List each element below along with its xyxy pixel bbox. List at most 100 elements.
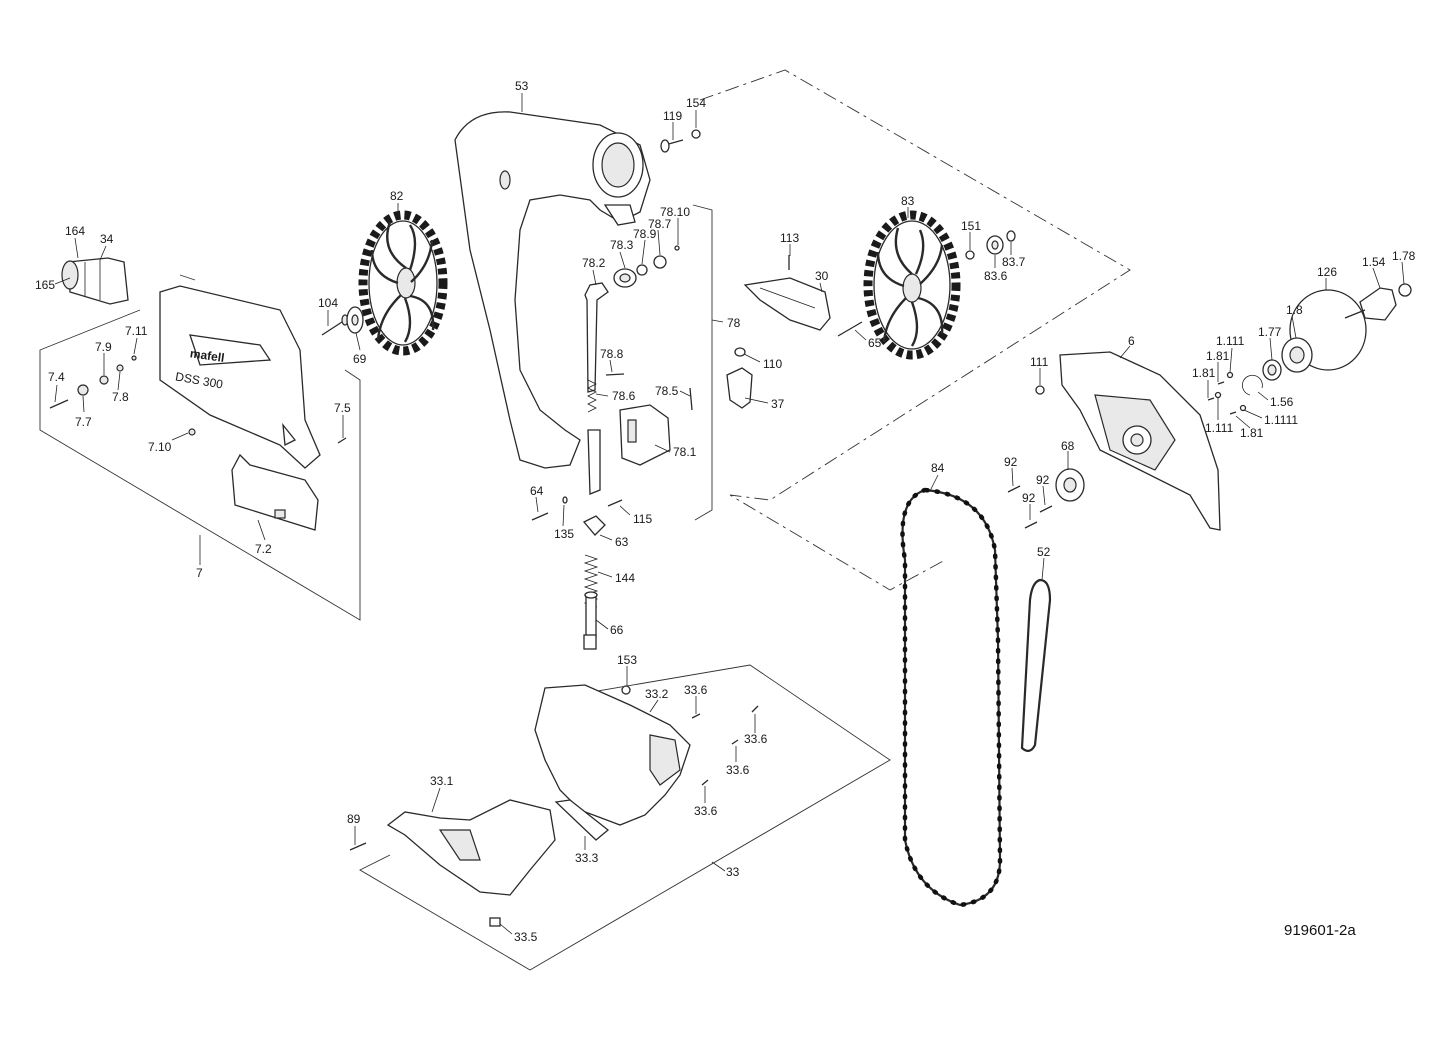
- part-7-guard: mafell DSS 300: [159, 285, 321, 469]
- document-number: 919601-2a: [1284, 922, 1356, 939]
- part-151-nut: [965, 250, 975, 260]
- label-78-6: 78.6: [612, 389, 636, 403]
- label-33-6-b: 33.6: [744, 732, 768, 746]
- label-78-9: 78.9: [633, 227, 657, 241]
- label-33-1: 33.1: [430, 774, 454, 788]
- label-63: 63: [615, 535, 629, 549]
- label-69: 69: [353, 352, 367, 366]
- part-78-8-pin: [605, 373, 625, 376]
- label-110: 110: [763, 357, 782, 371]
- label-78-7: 78.7: [648, 217, 672, 231]
- label-82: 82: [390, 189, 404, 203]
- part-78-10-pin: [674, 245, 680, 251]
- label-1-77: 1.77: [1258, 325, 1282, 339]
- label-33-5: 33.5: [514, 930, 538, 944]
- label-33-6-a: 33.6: [684, 683, 708, 697]
- part-1-81-screws: [1207, 371, 1247, 415]
- part-52-belt: [1020, 578, 1052, 752]
- label-34: 34: [100, 232, 114, 246]
- label-83-7: 83.7: [1002, 255, 1026, 269]
- part-83-7-ring: [1006, 230, 1016, 242]
- label-65: 65: [868, 336, 882, 350]
- part-64-screw: [531, 512, 549, 521]
- part-30-tensioner: [743, 277, 831, 331]
- part-111-screw: [1035, 385, 1045, 395]
- label-144: 144: [615, 571, 635, 585]
- part-83-pulley: [863, 210, 961, 360]
- label-7-4: 7.4: [48, 370, 65, 384]
- label-1-81-mid: 1.81: [1192, 366, 1216, 380]
- part-33-3-strip: [554, 799, 610, 841]
- part-68-bushing: [1055, 468, 1085, 502]
- label-78-2: 78.2: [582, 256, 606, 270]
- label-126: 126: [1317, 265, 1337, 279]
- part-78-5-bolt: [689, 387, 693, 411]
- label-92-c: 92: [1022, 491, 1036, 505]
- part-37-block: [726, 367, 753, 409]
- part-1-8-bearing: [1281, 337, 1313, 373]
- label-78-3: 78.3: [610, 238, 634, 252]
- label-1-54: 1.54: [1362, 255, 1386, 269]
- label-7: 7: [196, 566, 203, 580]
- dashed-group-outline: [699, 69, 1131, 591]
- label-7-9: 7.9: [95, 340, 112, 354]
- label-165: 165: [35, 278, 55, 292]
- label-1-111-bottom: 1.111: [1205, 421, 1234, 435]
- label-78: 78: [727, 316, 741, 330]
- part-6-cover: [1059, 351, 1221, 531]
- label-1-111-top: 1.111: [1216, 334, 1245, 348]
- label-78-5: 78.5: [655, 384, 679, 398]
- group-7-fasteners: [49, 355, 347, 444]
- label-78-1: 78.1: [673, 445, 697, 459]
- label-30: 30: [815, 269, 829, 283]
- label-33-6-d: 33.6: [694, 804, 718, 818]
- label-1-56: 1.56: [1270, 395, 1294, 409]
- label-7-2: 7.2: [255, 542, 272, 556]
- label-135: 135: [554, 527, 574, 541]
- part-78-6-spring: [587, 379, 597, 413]
- part-69-washer: [346, 306, 364, 334]
- label-84: 84: [931, 461, 945, 475]
- label-151: 151: [961, 219, 981, 233]
- label-7-11: 7.11: [125, 324, 148, 338]
- label-1-1111: 1.1111: [1264, 413, 1298, 427]
- label-104: 104: [318, 296, 338, 310]
- part-34-coupling: [61, 257, 129, 305]
- leader-lines: [54, 93, 1405, 935]
- part-84-belt: [901, 488, 1002, 907]
- part-53-arm: [454, 111, 651, 469]
- part-119-head: [660, 139, 670, 153]
- part-33-2-guard: [534, 684, 691, 826]
- label-83-6: 83.6: [984, 269, 1008, 283]
- part-65-bolt: [837, 321, 863, 337]
- part-92-screws: [1007, 485, 1053, 529]
- part-135-pin: [562, 496, 568, 504]
- label-33-2: 33.2: [645, 687, 669, 701]
- group-33-frame: [359, 664, 891, 971]
- label-153: 153: [617, 653, 637, 667]
- label-92-b: 92: [1036, 473, 1050, 487]
- label-68: 68: [1061, 439, 1075, 453]
- part-110-screw: [734, 347, 746, 357]
- label-1-8: 1.8: [1286, 303, 1303, 317]
- label-78-10: 78.10: [660, 205, 690, 219]
- label-164: 164: [65, 224, 85, 238]
- part-33-1-guard: [386, 799, 556, 896]
- label-7-8: 7.8: [112, 390, 129, 404]
- part-78-shaft: [587, 429, 601, 495]
- part-104-screw: [321, 314, 349, 336]
- label-154: 154: [686, 96, 706, 110]
- label-113: 113: [780, 231, 799, 245]
- label-37: 37: [771, 397, 785, 411]
- part-63-clip: [582, 515, 606, 536]
- part-115-screw: [607, 499, 623, 507]
- label-1-81-top: 1.81: [1206, 349, 1230, 363]
- label-92-a: 92: [1004, 455, 1018, 469]
- part-82-pulley: [358, 210, 448, 356]
- label-33-3: 33.3: [575, 851, 599, 865]
- part-78-2-lever: [584, 282, 609, 393]
- part-78-3-bearing: [613, 268, 637, 288]
- label-33-6-c: 33.6: [726, 763, 750, 777]
- part-83-6-bearing: [986, 235, 1004, 255]
